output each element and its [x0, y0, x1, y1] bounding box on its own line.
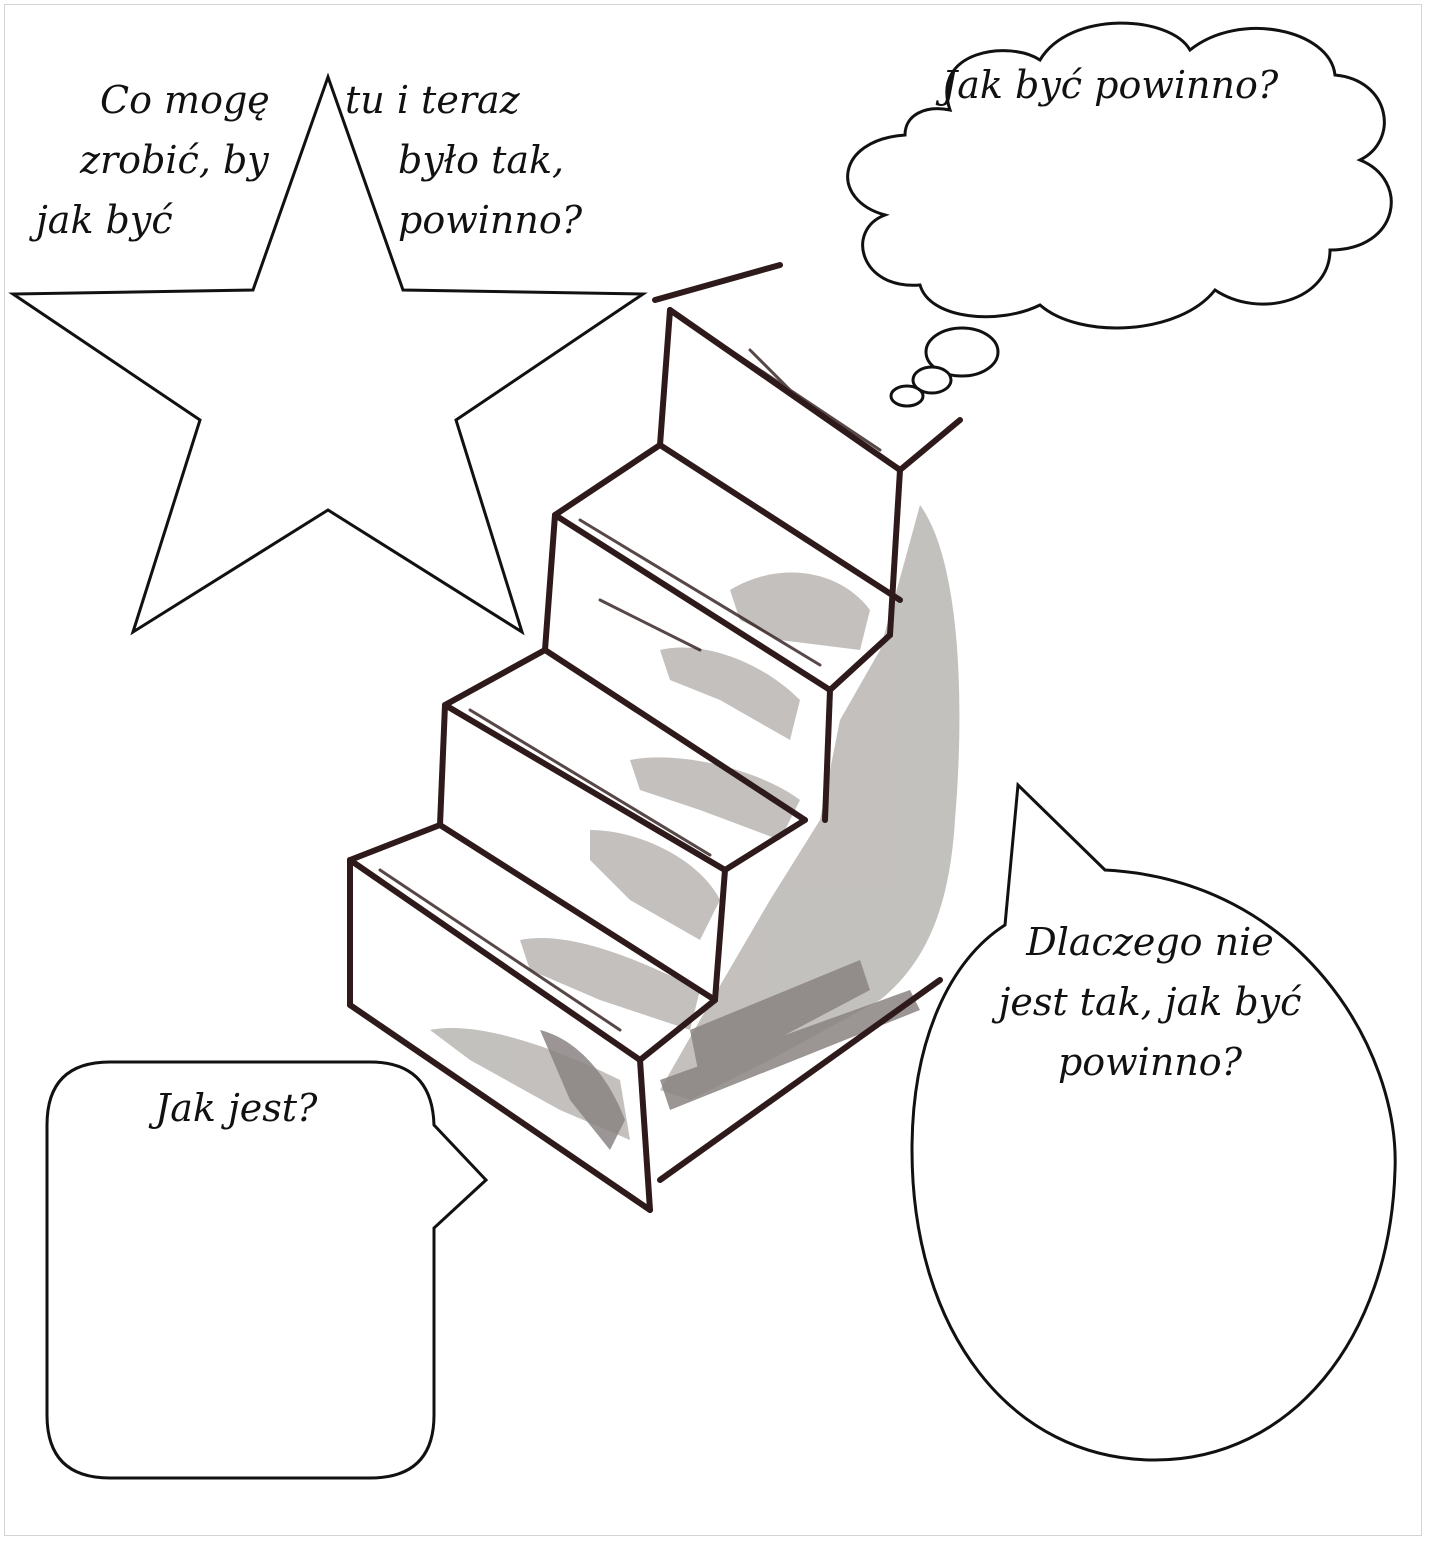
oval-text-2: jest tak, jak być	[940, 972, 1360, 1032]
oval-text-3: powinno?	[940, 1032, 1360, 1092]
cloud-text: Jak być powinno?	[942, 55, 1278, 115]
star-text-left-1: Co mogę	[100, 70, 270, 130]
star-text-right-3: powinno?	[398, 190, 582, 250]
star-text-right-1: tu i teraz	[345, 70, 520, 130]
oval-text-1: Dlaczego nie	[940, 912, 1360, 972]
box-text: Jak jest?	[155, 1078, 317, 1138]
oval-speech-bubble-icon	[912, 785, 1395, 1460]
star-text-left-3: jak być	[36, 190, 173, 250]
star-text-left-2: zrobić, by	[80, 130, 269, 190]
star-text-right-2: było tak,	[398, 130, 564, 190]
